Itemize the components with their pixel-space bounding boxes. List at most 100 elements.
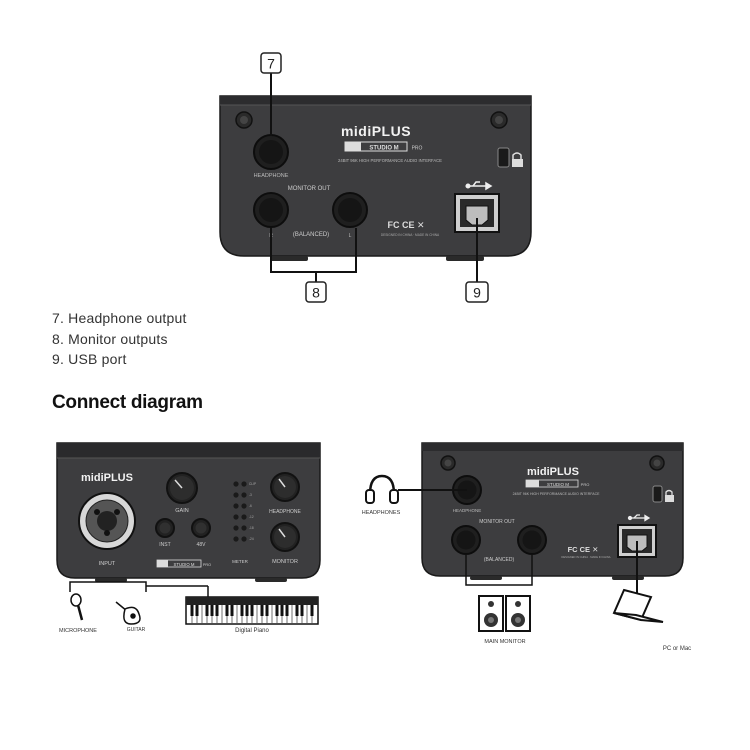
piano-black-key <box>285 605 289 616</box>
meter-mark: CLIP <box>249 482 256 486</box>
legend-item: 8. Monitor outputs <box>52 330 168 347</box>
piano-black-key <box>195 605 199 616</box>
front-brand-logo: midiPLUS <box>81 472 133 484</box>
monitor-jack-left <box>517 525 547 555</box>
piano-black-key <box>280 605 284 616</box>
piano-black-key <box>295 605 299 616</box>
screw-icon <box>235 111 253 129</box>
inst-button <box>155 518 175 538</box>
piano-black-key <box>225 605 229 616</box>
headphone-knob <box>270 472 300 502</box>
small-model-suffix: PRO <box>581 482 590 487</box>
digital-piano-icon <box>185 596 319 625</box>
monitor-jack-right <box>451 525 481 555</box>
monitor-out-label: MONITOR OUT <box>288 186 331 192</box>
p48-label: 48V <box>197 542 207 548</box>
input-label: INPUT <box>99 561 116 567</box>
guitar-icon <box>115 601 141 625</box>
small-brand-logo: midiPLUS <box>527 466 579 478</box>
piano-black-key <box>240 605 244 616</box>
small-model-badge: STUDIO M <box>547 482 569 487</box>
screw-icon <box>490 111 508 129</box>
level-meter <box>233 481 247 542</box>
combo-input-jack <box>78 492 136 550</box>
callout-8: 8 <box>270 228 357 303</box>
studio-monitor-icon <box>478 595 504 632</box>
microphone-icon <box>70 593 84 621</box>
screw-icon <box>440 455 456 471</box>
piano-black-key <box>215 605 219 616</box>
brand-logo: midiPLUS <box>341 123 411 139</box>
small-compliance: FC CE ✕ <box>568 545 599 554</box>
fine-print: DESIGNED IN CHINA · MADE IN CHINA <box>381 233 440 237</box>
model-suffix: PRO <box>412 146 423 152</box>
piano-black-key <box>250 605 254 616</box>
section-title: Connect diagram <box>52 392 203 413</box>
computer-label: PC or Mac <box>663 646 691 652</box>
piano-black-key <box>310 605 314 616</box>
small-tagline: 24BIT 96K HIGH PERFORMANCE AUDIO INTERFA… <box>513 492 601 496</box>
meter-mark: -3 <box>249 493 252 497</box>
piano-black-key <box>230 605 234 616</box>
meter-mark: -12 <box>249 515 254 519</box>
piano-label: Digital Piano <box>235 628 269 634</box>
microphone-label: MICROPHONE <box>59 628 97 634</box>
callout-9-number: 9 <box>473 285 481 301</box>
phantom-power-button <box>191 518 211 538</box>
security-lock-icon <box>497 147 523 168</box>
small-monitor-out-label: MONITOR OUT <box>479 519 514 525</box>
rear-panel-small: HEADPHONE MONITOR OUT (BALANCED) midiPLU… <box>421 442 684 580</box>
headphone-label: HEADPHONE <box>254 173 289 179</box>
legend-list: 7. Headphone output 8. Monitor outputs 9… <box>52 308 187 370</box>
rear-panel-large: HEADPHONE MONITOR OUT R L (BALANCED) mid… <box>219 95 532 261</box>
small-headphone-label: HEADPHONE <box>453 508 482 513</box>
front-monitor-label: MONITOR <box>272 559 298 565</box>
monitor-jack-left <box>332 192 368 228</box>
screw-icon <box>649 455 665 471</box>
piano-black-key <box>210 605 214 616</box>
callout-7-number: 7 <box>267 56 275 72</box>
meter-mark: -18 <box>249 526 254 530</box>
piano-black-key <box>205 605 209 616</box>
front-headphone-label: HEADPHONE <box>269 509 301 515</box>
legend-item: 9. USB port <box>52 351 127 367</box>
headphones-icon <box>365 474 399 504</box>
gain-knob <box>166 472 198 504</box>
guitar-label: GUITAR <box>127 627 146 633</box>
front-model-badge: STUDIO M <box>173 562 194 567</box>
main-monitor-label: MAIN MONITOR <box>484 639 525 645</box>
front-model-suffix: PRO <box>203 563 211 567</box>
meter-mark: -6 <box>249 504 252 508</box>
small-fine-print: DESIGNED IN CHINA · MADE IN CHINA <box>561 555 610 559</box>
legend-item: 7. Headphone output <box>52 310 187 326</box>
callout-8-number: 8 <box>312 285 320 301</box>
inst-label: INST <box>159 542 170 548</box>
gain-label: GAIN <box>175 508 188 514</box>
headphone-jack <box>253 134 289 170</box>
monitor-knob <box>270 522 300 552</box>
studio-monitor-icon <box>505 595 531 632</box>
compliance-marks: FC CE ✕ <box>387 220 424 230</box>
piano-black-key <box>260 605 264 616</box>
usb-icon <box>465 181 493 191</box>
callout-9: 9 <box>465 218 489 303</box>
small-balanced-label: (BALANCED) <box>484 557 515 563</box>
piano-black-key <box>300 605 304 616</box>
usb-icon <box>627 514 651 522</box>
tagline: 24BIT 96K HIGH PERFORMANCE AUDIO INTERFA… <box>338 158 442 163</box>
laptop-icon <box>612 588 664 623</box>
channel-l-label: L <box>349 233 352 239</box>
piano-black-key <box>265 605 269 616</box>
callout-7: 7 <box>260 52 282 136</box>
piano-black-key <box>190 605 194 616</box>
front-panel: midiPLUS INPUT GAIN INST 48V <box>56 442 321 582</box>
meter-label: METER <box>232 559 249 564</box>
piano-black-key <box>245 605 249 616</box>
security-lock-icon <box>652 485 674 503</box>
meter-mark: -24 <box>249 537 254 541</box>
balanced-label: (BALANCED) <box>293 232 329 238</box>
model-badge: STUDIO M <box>369 146 398 152</box>
piano-black-key <box>275 605 279 616</box>
monitor-jack-right <box>253 192 289 228</box>
